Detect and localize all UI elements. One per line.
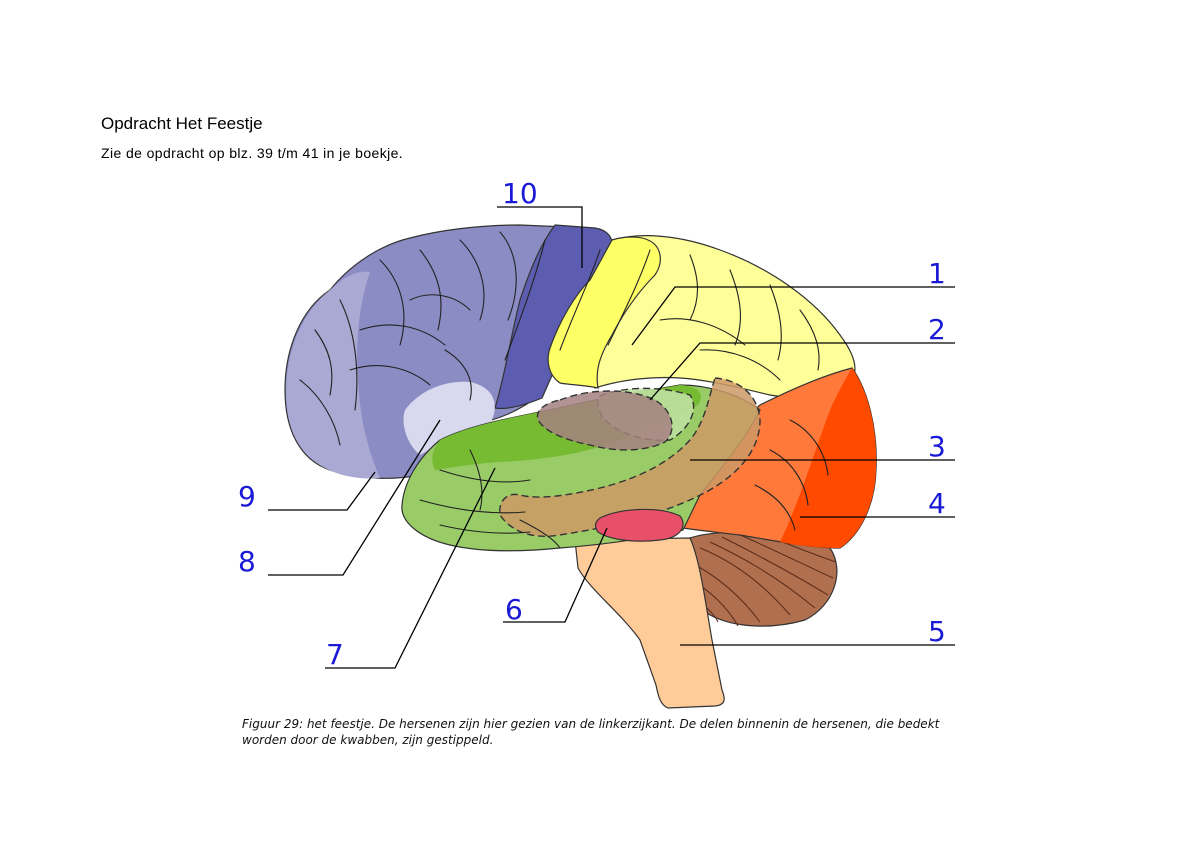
thalamus <box>536 390 673 451</box>
somatosensory-cortex <box>547 236 661 389</box>
brain-sulci <box>299 231 829 549</box>
leader-lines <box>268 206 955 669</box>
page-title: Opdracht Het Feestje <box>101 114 263 134</box>
label-2: 2 <box>928 313 946 346</box>
label-3: 3 <box>928 430 946 463</box>
label-4: 4 <box>928 487 946 520</box>
label-8: 8 <box>238 545 256 578</box>
label-6: 6 <box>505 593 523 626</box>
label-5: 5 <box>928 615 946 648</box>
label-7: 7 <box>326 638 344 671</box>
brainstem <box>574 537 725 709</box>
figure-caption: Figuur 29: het feestje. De hersenen zijn… <box>242 717 940 747</box>
occipital-pole <box>780 368 877 548</box>
label-10: 10 <box>502 177 538 210</box>
orbital-area <box>403 381 495 455</box>
prefrontal-area <box>286 271 380 479</box>
page-subtitle: Zie de opdracht op blz. 39 t/m 41 in je … <box>101 145 404 161</box>
label-1: 1 <box>928 257 946 290</box>
hypothalamus <box>594 508 684 542</box>
label-9: 9 <box>238 480 256 513</box>
